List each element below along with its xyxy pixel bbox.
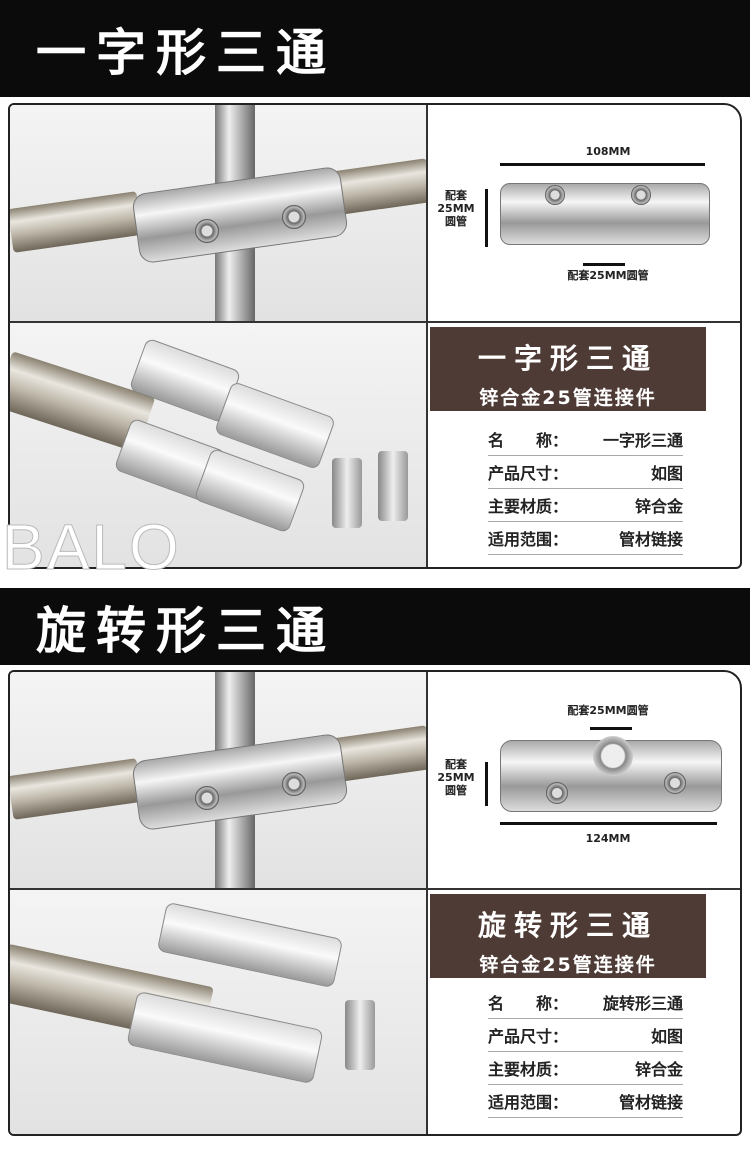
product-panel-1: 108MM 配套 25MM 圆管 配套25MM圆管 一字形三通 锌合金25管连接… xyxy=(8,103,742,569)
bolt-icon xyxy=(195,786,219,810)
spec-value: 一字形三通 xyxy=(602,431,683,450)
side-label: 配套 25MM 圆管 xyxy=(437,189,475,228)
section-title: 旋转形三通 xyxy=(36,601,336,660)
connector-half xyxy=(126,990,324,1085)
length-line xyxy=(500,163,705,166)
banner-subtitle: 锌合金25管连接件 xyxy=(479,954,657,976)
spec-table: 名 称： 旋转形三通 产品尺寸： 如图 主要材质： 锌合金 适用范围： 管材链接 xyxy=(488,986,683,1118)
horizontal-tube-left xyxy=(10,191,143,253)
tee-connector xyxy=(131,165,349,265)
spec-value: 如图 xyxy=(650,464,683,483)
spec-value: 如图 xyxy=(650,1027,683,1046)
bolt-icon xyxy=(546,782,568,804)
spec-label: 主要材质： xyxy=(488,497,569,516)
section-header-1: 一字形三通 xyxy=(0,0,750,97)
spec-label: 适用范围： xyxy=(488,1093,569,1112)
product-panel-2: 配套25MM圆管 配套 25MM 圆管 124MM 旋转形三通 锌合金25管连接… xyxy=(8,670,742,1136)
connector-image xyxy=(500,183,710,245)
product-banner: 一字形三通 锌合金25管连接件 xyxy=(430,327,706,411)
banner-subtitle: 锌合金25管连接件 xyxy=(479,387,657,409)
watermark: BALO xyxy=(2,511,181,584)
side-label: 配套 25MM 圆管 xyxy=(437,758,475,797)
connector-half xyxy=(193,447,307,534)
dimension-diagram: 配套25MM圆管 配套 25MM 圆管 124MM xyxy=(428,672,740,888)
section-header-2: 旋转形三通 xyxy=(0,588,750,665)
hole-label: 配套25MM圆管 xyxy=(567,704,649,717)
screw xyxy=(345,1000,375,1070)
spec-label: 产品尺寸： xyxy=(488,1027,569,1046)
product-banner: 旋转形三通 锌合金25管连接件 xyxy=(430,894,706,978)
section-title: 一字形三通 xyxy=(36,23,336,82)
disassembled-photo xyxy=(10,890,426,1134)
banner-title: 一字形三通 xyxy=(477,342,658,375)
spec-value: 锌合金 xyxy=(634,1060,683,1079)
spec-label: 产品尺寸： xyxy=(488,464,569,483)
length-label: 124MM xyxy=(585,832,631,845)
length-line xyxy=(500,822,717,825)
spec-label: 名 称： xyxy=(488,994,569,1013)
bolt-icon xyxy=(195,219,219,243)
spec-value: 管材链接 xyxy=(618,530,683,549)
assembled-photo xyxy=(10,672,426,888)
length-label: 108MM xyxy=(585,145,631,158)
spec-value: 旋转形三通 xyxy=(602,994,683,1013)
bolt-icon xyxy=(545,185,565,205)
tee-connector xyxy=(131,732,349,832)
bolt-icon xyxy=(282,205,306,229)
bolt-icon xyxy=(631,185,651,205)
horizontal-tube-left xyxy=(10,758,143,820)
screw xyxy=(332,458,362,528)
screw xyxy=(378,451,408,521)
spec-value: 管材链接 xyxy=(618,1093,683,1112)
spec-table: 名 称： 一字形三通 产品尺寸： 如图 主要材质： 锌合金 适用范围： 管材链接 xyxy=(488,423,683,555)
spec-value: 锌合金 xyxy=(634,497,683,516)
bolt-icon xyxy=(664,772,686,794)
spec-label: 适用范围： xyxy=(488,530,569,549)
dimension-diagram: 108MM 配套 25MM 圆管 配套25MM圆管 xyxy=(428,105,740,321)
bolt-icon xyxy=(282,772,306,796)
disassembled-photo xyxy=(10,323,426,567)
assembled-photo xyxy=(10,105,426,321)
spec-label: 名 称： xyxy=(488,431,569,450)
banner-title: 旋转形三通 xyxy=(477,909,658,942)
connector-half xyxy=(156,901,344,989)
spec-label: 主要材质： xyxy=(488,1060,569,1079)
hole-label: 配套25MM圆管 xyxy=(567,269,649,282)
pipe-hole xyxy=(593,736,633,776)
